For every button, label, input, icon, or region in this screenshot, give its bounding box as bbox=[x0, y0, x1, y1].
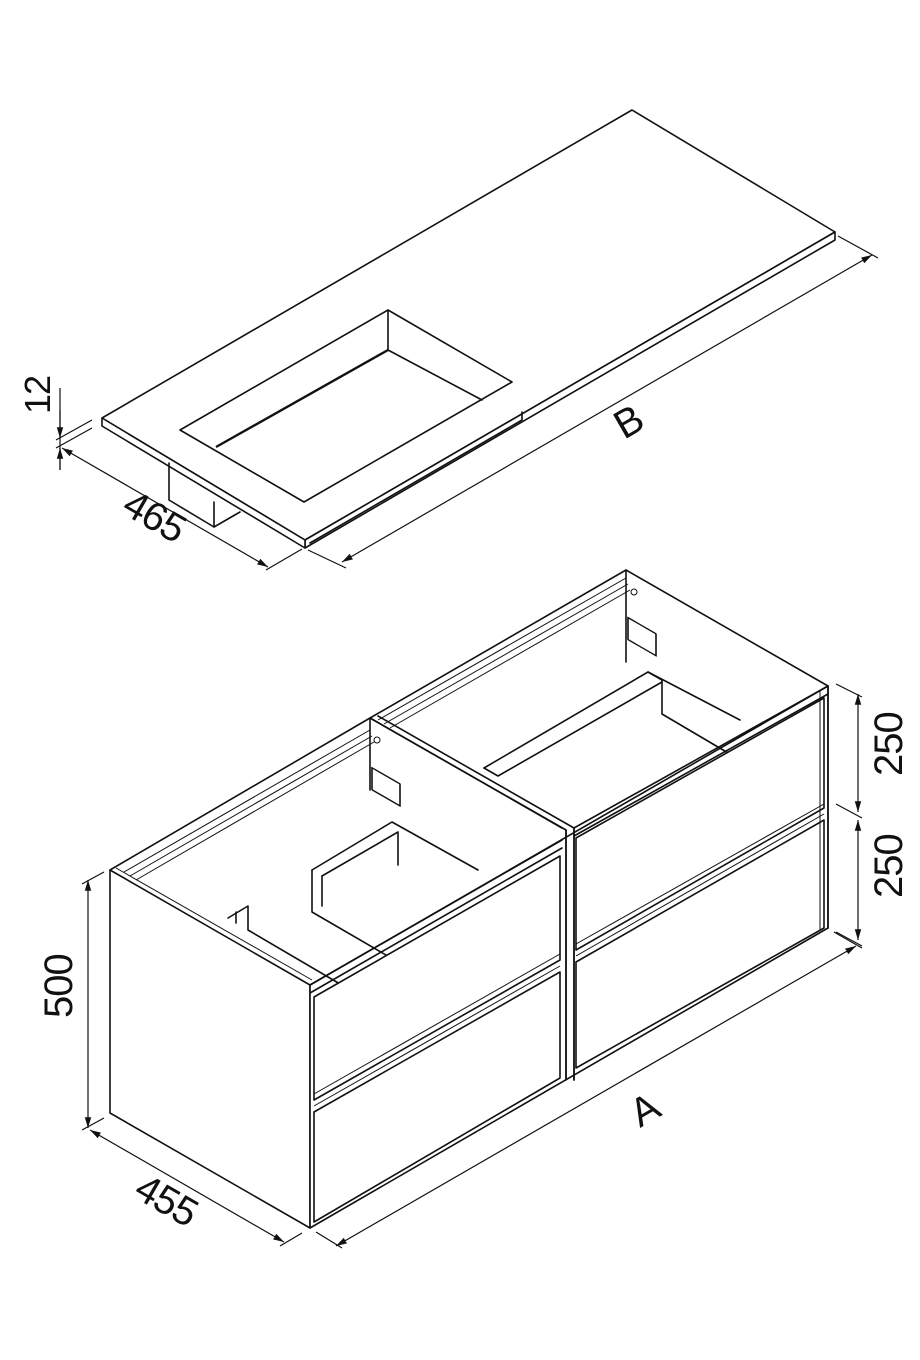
countertop bbox=[101, 109, 836, 549]
cabinet-depth-label: 455 bbox=[128, 1166, 205, 1236]
countertop-thickness-dimension: 12 bbox=[17, 376, 93, 470]
right-drawer-box bbox=[483, 671, 741, 769]
cabinet-height-dimension: 500 bbox=[37, 871, 105, 1131]
countertop-depth-label: 465 bbox=[116, 482, 193, 552]
cabinet-width-label: A bbox=[623, 1084, 668, 1136]
upper-drawer-height-label: 250 bbox=[867, 712, 911, 776]
mounting-hole bbox=[630, 588, 638, 596]
cabinet-left-side-panel bbox=[109, 869, 311, 1229]
left-drawer-box bbox=[311, 821, 479, 871]
right-drawer-hanger-bracket bbox=[627, 588, 657, 657]
countertop-thickness-label: 12 bbox=[17, 376, 58, 414]
countertop-top-surface bbox=[101, 109, 836, 541]
drawer-height-dimensions: 250 250 bbox=[835, 683, 911, 947]
left-drawer-hanger-bracket bbox=[371, 736, 401, 807]
right-upper-drawer-front[interactable] bbox=[575, 697, 825, 951]
mounting-hole bbox=[373, 736, 381, 744]
lower-drawer-height-label: 250 bbox=[867, 834, 911, 898]
cabinet-height-label: 500 bbox=[37, 954, 81, 1018]
cabinet bbox=[109, 569, 829, 1229]
